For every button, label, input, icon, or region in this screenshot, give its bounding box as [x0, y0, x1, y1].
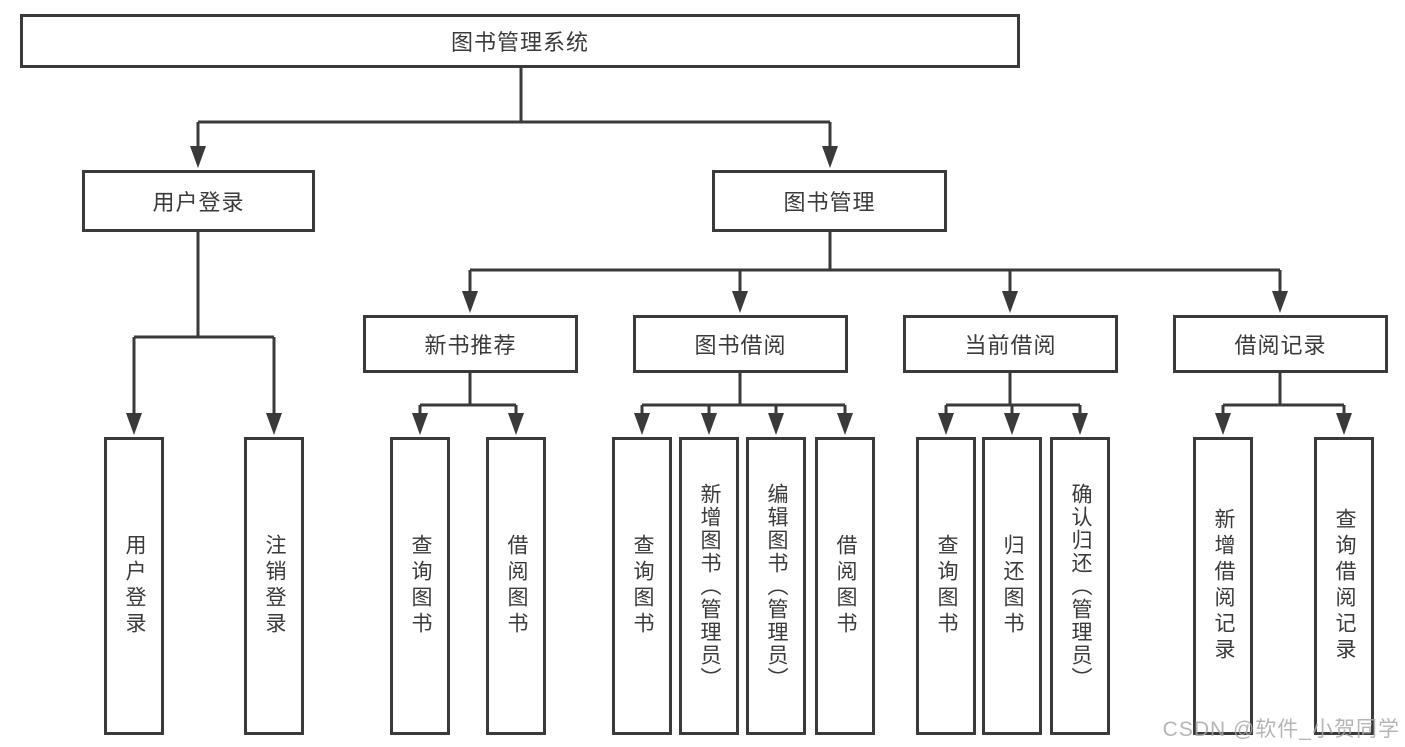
- leaf-bb-borrow-books: 借阅图书: [815, 437, 875, 735]
- node-user-login: 用户登录: [82, 170, 315, 232]
- node-root: 图书管理系统: [20, 14, 1020, 68]
- node-root-label: 图书管理系统: [450, 30, 589, 55]
- leaf-cb-query-books: 查询图书: [916, 437, 976, 735]
- node-current-borrow-label: 当前借阅: [964, 333, 1057, 358]
- node-book-management-label: 图书管理: [783, 190, 876, 215]
- leaf-br-query-record: 查询借阅记录: [1314, 437, 1374, 735]
- leaf-cb-return-books: 归还图书: [982, 437, 1042, 735]
- node-new-book-recommend: 新书推荐: [363, 315, 578, 373]
- leaf-br-add-record: 新增借阅记录: [1193, 437, 1253, 735]
- leaf-user-login: 用户登录: [104, 437, 164, 735]
- node-borrow-records-label: 借阅记录: [1234, 333, 1327, 358]
- leaf-nbr-borrow-books: 借阅图书: [486, 437, 546, 735]
- arrowheads: [126, 146, 1352, 435]
- leaf-nbr-query-books: 查询图书: [390, 437, 450, 735]
- node-book-borrow: 图书借阅: [633, 315, 848, 373]
- node-new-book-recommend-label: 新书推荐: [424, 333, 517, 358]
- leaf-bb-add-books-admin: 新增图书（管理员）: [679, 437, 739, 735]
- leaf-logout: 注销登录: [244, 437, 304, 735]
- node-user-login-label: 用户登录: [152, 190, 245, 215]
- node-book-borrow-label: 图书借阅: [694, 333, 787, 358]
- leaf-cb-confirm-return-admin: 确认归还（管理员）: [1050, 437, 1110, 735]
- watermark: CSDN @软件_小贺同学: [1162, 718, 1400, 741]
- leaf-bb-edit-books-admin: 编辑图书（管理员）: [746, 437, 806, 735]
- node-borrow-records: 借阅记录: [1173, 315, 1388, 373]
- leaf-bb-query-books: 查询图书: [612, 437, 672, 735]
- node-current-borrow: 当前借阅: [903, 315, 1118, 373]
- node-book-management: 图书管理: [712, 170, 947, 232]
